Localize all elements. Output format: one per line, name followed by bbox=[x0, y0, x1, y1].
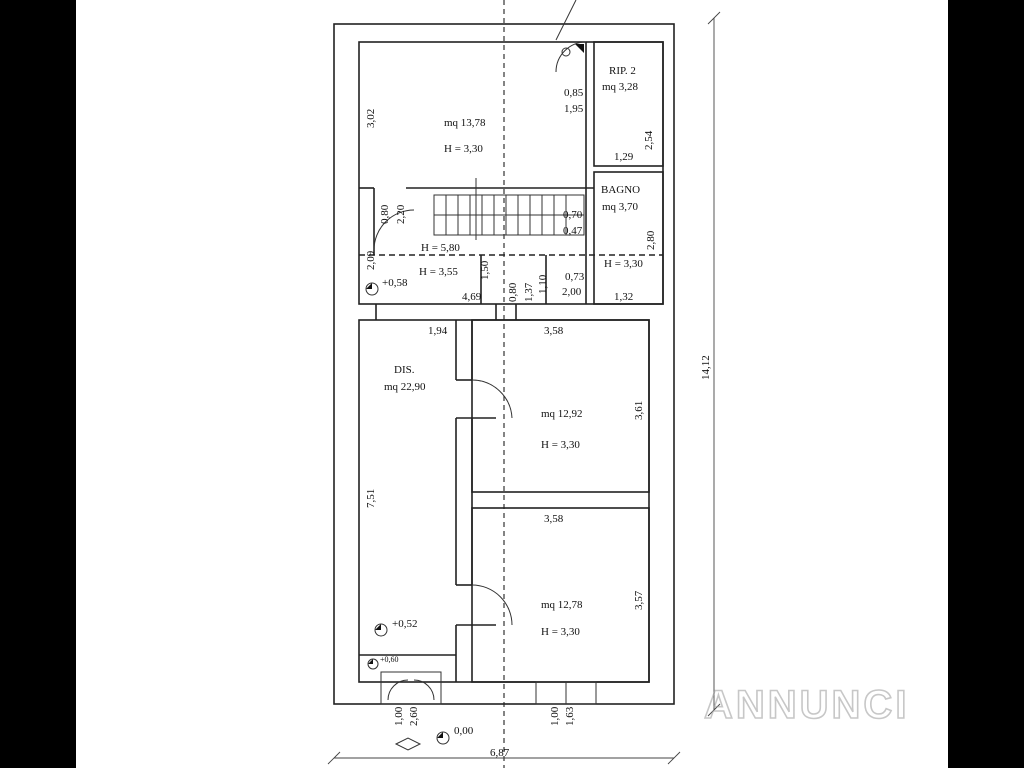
kitchen-height-label: H = 3,30 bbox=[444, 143, 483, 155]
entrance-and-window bbox=[380, 671, 597, 751]
bagno-dim-2: 0,47 bbox=[563, 225, 583, 237]
total-height-dim: 14,12 bbox=[700, 355, 712, 380]
bagno-width-dim: 1,32 bbox=[614, 291, 633, 303]
level-markers bbox=[365, 44, 584, 745]
rip2-dim-1: 0,85 bbox=[564, 87, 584, 99]
door-swings-lower bbox=[471, 379, 513, 626]
dis-top-dim: 1,94 bbox=[428, 325, 448, 337]
bagno-side-dim: 2,80 bbox=[645, 230, 657, 250]
rip2-dim-2: 1,95 bbox=[564, 103, 584, 115]
bed2-width-dim: 3,58 bbox=[544, 513, 564, 525]
stair-dim-3: 2,09 bbox=[365, 250, 377, 270]
rip2-width-dim: 1,29 bbox=[614, 151, 634, 163]
stair-dim-2: 2,20 bbox=[395, 204, 407, 224]
kitchen-side-dim: 3,02 bbox=[365, 109, 377, 128]
bed2-side-dim: 3,57 bbox=[633, 590, 645, 610]
total-width-dim: 6,87 bbox=[490, 747, 510, 759]
stair-dim-6: 0,80 bbox=[507, 282, 519, 302]
stair-dim-10: 2,00 bbox=[562, 286, 582, 298]
bed2-area-label: mq 12,78 bbox=[541, 599, 583, 611]
ground-level-label: 0,00 bbox=[454, 725, 474, 737]
window-dim-2: 1,63 bbox=[564, 706, 576, 726]
window-dim-1: 1,00 bbox=[549, 706, 561, 726]
bagno-height-label: H = 3,30 bbox=[604, 258, 643, 270]
entrance-dim-2: 2,60 bbox=[408, 706, 420, 726]
overall-dimension-lines bbox=[327, 11, 721, 765]
dis-side-dim: 7,51 bbox=[365, 489, 377, 508]
stair-height-label: H = 5,80 bbox=[421, 242, 460, 254]
corridor-height-label: H = 3,55 bbox=[419, 266, 458, 278]
bed1-height-label: H = 3,30 bbox=[541, 439, 580, 451]
rip2-name-label: RIP. 2 bbox=[609, 65, 636, 77]
watermark: ANNUNCI bbox=[704, 683, 909, 727]
stair-level-label: +0,58 bbox=[382, 277, 408, 289]
dis-area-label: mq 22,90 bbox=[384, 381, 426, 393]
stair-dim-7: 1,37 bbox=[523, 282, 535, 302]
bed2-height-label: H = 3,30 bbox=[541, 626, 580, 638]
stair-dim-4: 1,50 bbox=[479, 260, 491, 280]
dis-name-label: DIS. bbox=[394, 364, 415, 376]
rip2-height-dim: 2,54 bbox=[643, 130, 655, 150]
kitchen-area-label: mq 13,78 bbox=[444, 117, 486, 129]
stair-dim-5: 4,69 bbox=[462, 291, 482, 303]
bed1-width-dim: 3,58 bbox=[544, 325, 564, 337]
bed1-side-dim: 3,61 bbox=[633, 401, 645, 420]
bagno-area-label: mq 3,70 bbox=[602, 201, 639, 213]
bagno-name-label: BAGNO bbox=[601, 184, 640, 196]
bed1-area-label: mq 12,92 bbox=[541, 408, 583, 420]
stair-dim-8: 1,10 bbox=[537, 274, 549, 294]
dis-level-2-label: +0,60 bbox=[380, 655, 399, 664]
entrance-dim-1: 1,00 bbox=[393, 706, 405, 726]
floor-plan-drawing: mq 13,78 H = 3,30 3,02 RIP. 2 mq 3,28 0,… bbox=[327, 0, 909, 768]
dis-level-label: +0,52 bbox=[392, 618, 417, 630]
bagno-dim-1: 0,70 bbox=[563, 209, 583, 221]
staircase bbox=[433, 178, 585, 240]
door-swings-upper bbox=[373, 0, 587, 251]
stair-dim-1: 0,80 bbox=[379, 204, 391, 224]
rip2-area-label: mq 3,28 bbox=[602, 81, 639, 93]
floor-plan-canvas: mq 13,78 H = 3,30 3,02 RIP. 2 mq 3,28 0,… bbox=[76, 0, 948, 768]
stair-dim-9: 0,73 bbox=[565, 271, 585, 283]
